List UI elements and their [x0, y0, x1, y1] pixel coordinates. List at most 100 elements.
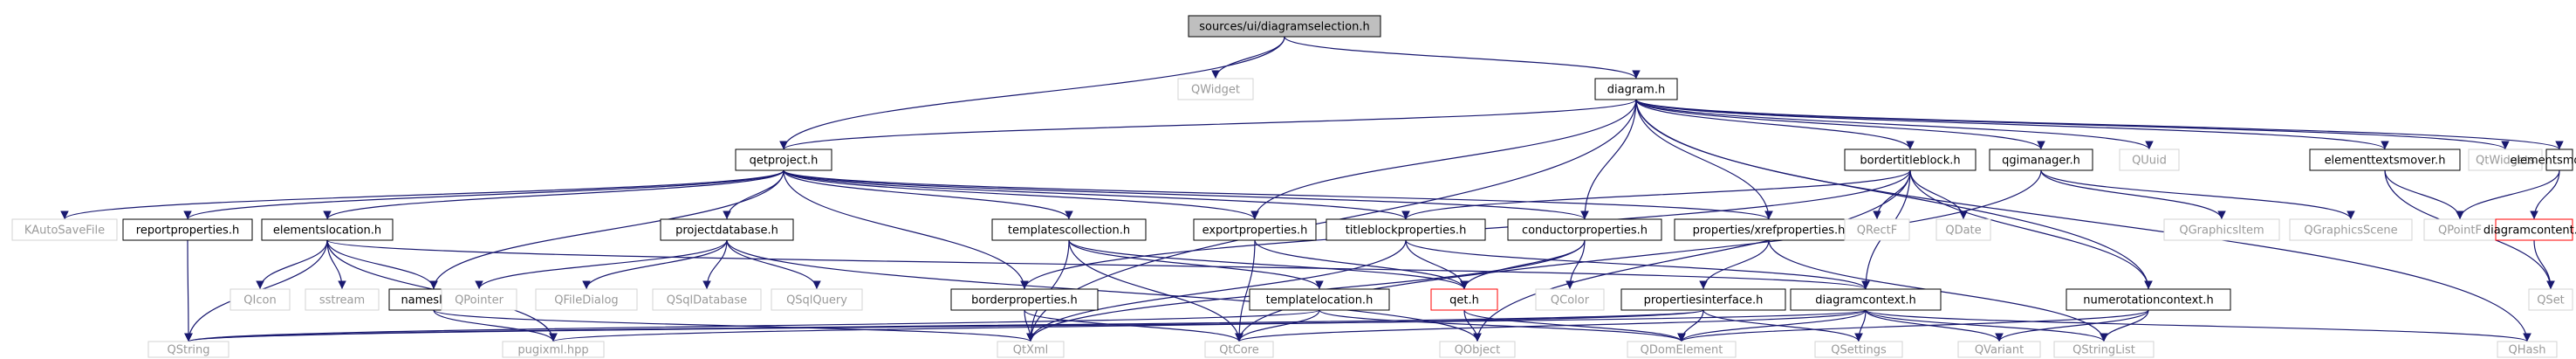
- node-label-reportproperties: reportproperties.h: [136, 224, 239, 238]
- node-quuid[interactable]: QUuid: [2119, 148, 2180, 171]
- node-qhash[interactable]: QHash: [2497, 341, 2558, 358]
- node-qgraphicsscene[interactable]: QGraphicsScene: [2289, 218, 2413, 241]
- node-box-qsettings: [1814, 341, 1903, 358]
- node-label-sstream: sstream: [319, 294, 365, 307]
- node-borderproperties[interactable]: borderproperties.h: [950, 288, 1099, 311]
- node-box-qtcore: [1204, 341, 1274, 358]
- node-label-qsqldatabase: QSqlDatabase: [667, 294, 747, 307]
- node-qgimanager[interactable]: qgimanager.h: [1989, 148, 2093, 171]
- node-qtxml[interactable]: QtXml: [997, 341, 1065, 358]
- node-qvariant[interactable]: QVariant: [1957, 341, 2041, 358]
- node-pugixml[interactable]: pugixml.hpp: [502, 341, 605, 358]
- node-elementslocation[interactable]: elementslocation.h: [261, 218, 394, 241]
- node-sstream[interactable]: sstream: [305, 288, 380, 311]
- node-diagram[interactable]: diagram.h: [1594, 78, 1678, 100]
- node-bordertitleblock[interactable]: bordertitleblock.h: [1844, 148, 1977, 171]
- node-qwidget[interactable]: QWidget: [1177, 78, 1254, 100]
- node-templatelocation[interactable]: templatelocation.h: [1249, 288, 1390, 311]
- node-box-qet: [1430, 288, 1498, 311]
- node-box-sstream: [305, 288, 380, 311]
- edge-numerotationcontext-to-qstringlist: [2100, 309, 2149, 342]
- edge-qetproject-to-reportproperties: [183, 169, 784, 220]
- node-qfiledialog[interactable]: QFileDialog: [535, 288, 638, 311]
- node-qdate[interactable]: QDate: [1935, 218, 1991, 241]
- node-label-kautosavefile: KAutoSaveFile: [24, 224, 105, 238]
- node-label-conductorproperties: conductorproperties.h: [1522, 224, 1648, 238]
- node-box-qdate: [1935, 218, 1991, 241]
- node-box-qhash: [2497, 341, 2558, 358]
- edge-qetproject-to-nameslist: [429, 169, 784, 290]
- edge-diagram-to-conductorproperties: [1580, 99, 1637, 220]
- node-qsqldatabase[interactable]: QSqlDatabase: [652, 288, 762, 311]
- edge-qgimanager-to-qgraphicsscene: [2040, 169, 2355, 220]
- node-box-qsqldatabase: [652, 288, 762, 311]
- node-label-bordertitleblock: bordertitleblock.h: [1860, 155, 1960, 168]
- node-conductorproperties[interactable]: conductorproperties.h: [1507, 218, 1662, 241]
- node-box-diagramcontent: [2495, 218, 2573, 241]
- edge-bordertitleblock-to-qdate: [1909, 169, 1968, 220]
- node-kautosavefile[interactable]: KAutoSaveFile: [11, 218, 118, 241]
- edge-propertiesinterface-to-pugixml: [549, 309, 1704, 342]
- node-qet[interactable]: qet.h: [1430, 288, 1498, 311]
- node-box-qfiledialog: [535, 288, 638, 311]
- edge-diagram-to-qgimanager: [1635, 99, 2045, 150]
- edge-bordertitleblock-to-numerotationcontext: [1909, 169, 2153, 290]
- node-qpointer[interactable]: QPointer: [441, 288, 517, 311]
- edge-diagramcontent-to-qset: [2533, 239, 2555, 290]
- edge-projectdatabase-to-qsqlquery: [726, 239, 821, 290]
- node-box-qgraphicsitem: [2163, 218, 2280, 241]
- node-qcolor[interactable]: QColor: [1535, 288, 1605, 311]
- node-xrefproperties[interactable]: properties/xrefproperties.h: [1674, 218, 1864, 241]
- node-label-titleblockproperties: titleblockproperties.h: [1346, 224, 1467, 238]
- node-root[interactable]: sources/ui/diagramselection.h: [1188, 15, 1381, 38]
- node-qtwidgets[interactable]: QtWidgets: [2468, 148, 2543, 171]
- node-qsqlquery[interactable]: QSqlQuery: [771, 288, 863, 311]
- node-label-qgraphicsscene: QGraphicsScene: [2304, 224, 2397, 238]
- edge-diagramcontext-to-qstringlist: [1865, 309, 2108, 342]
- node-propertiesinterface[interactable]: propertiesinterface.h: [1620, 288, 1786, 311]
- edge-qet-to-qobject: [1463, 309, 1482, 342]
- node-qset[interactable]: QSet: [2528, 288, 2573, 311]
- node-box-templatescollection: [991, 218, 1147, 241]
- node-label-templatescollection: templatescollection.h: [1008, 224, 1130, 238]
- node-titleblockproperties[interactable]: titleblockproperties.h: [1326, 218, 1486, 241]
- node-box-kautosavefile: [11, 218, 118, 241]
- node-diagramcontext[interactable]: diagramcontext.h: [1790, 288, 1942, 311]
- node-qsettings[interactable]: QSettings: [1814, 341, 1903, 358]
- node-label-qstringlist: QStringList: [2072, 344, 2135, 357]
- node-box-qgraphicsscene: [2289, 218, 2413, 241]
- node-label-qtcore: QtCore: [1219, 344, 1258, 357]
- node-label-elementsmover: elementsmover.h: [2510, 155, 2576, 168]
- edge-diagramcontext-to-qvariant: [1865, 309, 2004, 342]
- node-numerotationcontext[interactable]: numerotationcontext.h: [2066, 288, 2231, 311]
- node-label-qfiledialog: QFileDialog: [554, 294, 618, 307]
- node-box-qwidget: [1177, 78, 1254, 100]
- node-label-qgraphicsitem: QGraphicsItem: [2179, 224, 2264, 238]
- node-templatescollection[interactable]: templatescollection.h: [991, 218, 1147, 241]
- node-qicon[interactable]: QIcon: [230, 288, 291, 311]
- node-box-qetproject: [735, 148, 832, 171]
- node-label-numerotationcontext: numerotationcontext.h: [2083, 294, 2214, 307]
- node-qstringlist[interactable]: QStringList: [2053, 341, 2155, 358]
- node-qrectf[interactable]: QRectF: [1844, 218, 1910, 241]
- node-reportproperties[interactable]: reportproperties.h: [122, 218, 253, 241]
- node-elementsmover[interactable]: elementsmover.h: [2510, 148, 2576, 171]
- node-box-titleblockproperties: [1326, 218, 1486, 241]
- node-qdomelement[interactable]: QDomElement: [1627, 341, 1737, 358]
- node-exportproperties[interactable]: exportproperties.h: [1193, 218, 1317, 241]
- edge-templatescollection-to-qet: [1068, 239, 1469, 290]
- node-elementtextsmover[interactable]: elementtextsmover.h: [2309, 148, 2461, 171]
- node-qobject[interactable]: QObject: [1439, 341, 1516, 358]
- node-qstring[interactable]: QString: [147, 341, 230, 358]
- node-label-qtwidgets: QtWidgets: [2476, 155, 2535, 168]
- edge-projectdatabase-to-qpointer: [475, 239, 728, 290]
- node-projectdatabase[interactable]: projectdatabase.h: [660, 218, 794, 241]
- edge-elementslocation-to-nameslist: [326, 239, 438, 290]
- node-label-qpointf: QPointF: [2438, 224, 2482, 238]
- node-qgraphicsitem[interactable]: QGraphicsItem: [2163, 218, 2280, 241]
- node-qetproject[interactable]: qetproject.h: [735, 148, 832, 171]
- node-qtcore[interactable]: QtCore: [1204, 341, 1274, 358]
- edge-qetproject-to-borderproperties: [783, 169, 1029, 290]
- node-diagramcontent[interactable]: diagramcontent.h: [2484, 218, 2576, 241]
